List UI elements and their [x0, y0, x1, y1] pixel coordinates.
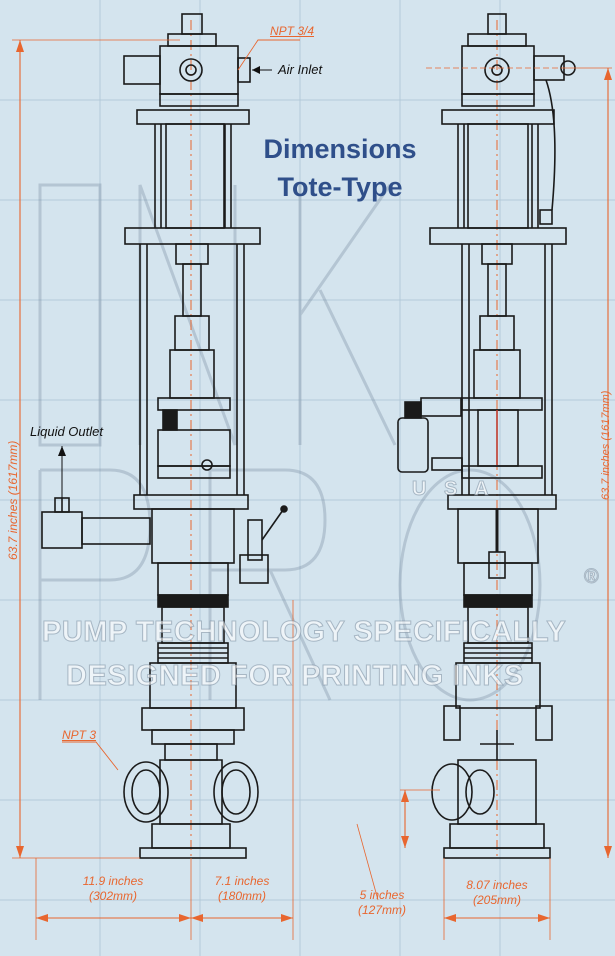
overall-height-dimension: 63.7 inches (1617mm)	[6, 440, 20, 560]
inlet-height-mm: (127mm)	[357, 903, 406, 917]
dimension-lines	[12, 39, 612, 940]
base-width-dimension: 8.07 inches (205mm)	[448, 878, 546, 908]
diagram-title-line2: Tote-Type	[277, 172, 403, 202]
width-right-inches: 7.1 inches	[214, 874, 270, 888]
watermark-usa: U S A	[412, 478, 495, 501]
inlet-height-dimension: 5 inches (127mm)	[340, 888, 424, 918]
liquid-outlet-label: Liquid Outlet	[30, 424, 103, 439]
diagram-title-line1: Dimensions	[263, 134, 417, 164]
width-left-inches: 11.9 inches	[82, 874, 144, 888]
right-height-dimension: 63.7 inches (1617mm)	[600, 390, 612, 500]
inlet-height-inches: 5 inches	[359, 888, 405, 902]
right-view	[397, 13, 576, 860]
width-left-mm: (302mm)	[88, 889, 137, 903]
registered-mark: ®	[584, 566, 600, 589]
watermark-letters	[38, 183, 542, 702]
base-width-inches: 8.07 inches	[466, 878, 528, 892]
watermark-slogan-line1: PUMP TECHNOLOGY SPECIFICALLY	[41, 616, 567, 649]
width-right-mm: (180mm)	[217, 889, 266, 903]
air-inlet-label: Air Inlet	[278, 62, 323, 77]
width-left-dimension: 11.9 inches (302mm)	[58, 874, 168, 904]
npt-top-label: NPT 3/4	[270, 24, 315, 38]
watermark-slogan-line2: DESIGNED FOR PRINTING INKS	[66, 660, 524, 693]
npt-bottom-label: NPT 3	[62, 728, 97, 742]
width-right-dimension: 7.1 inches (180mm)	[192, 874, 292, 904]
base-width-mm: (205mm)	[472, 893, 521, 907]
label-leaders	[58, 66, 272, 498]
